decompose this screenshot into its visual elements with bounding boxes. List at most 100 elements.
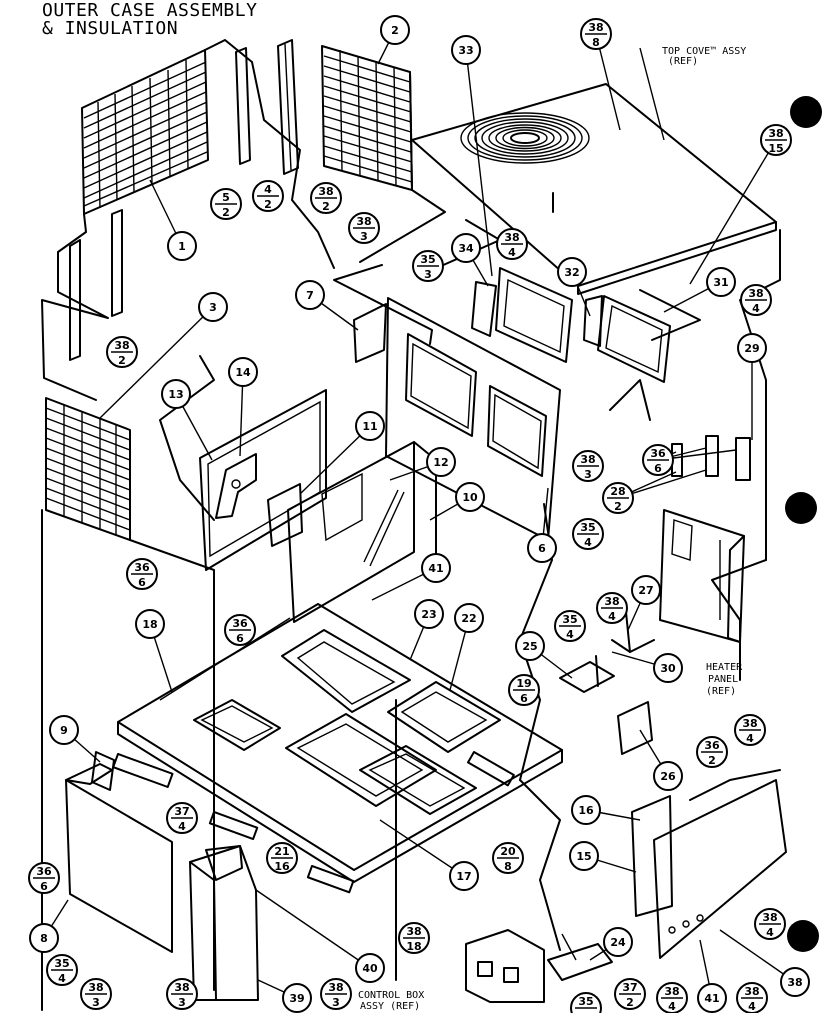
fraction-callout-36-2: 362 <box>696 736 728 768</box>
fraction-denominator: 15 <box>768 142 783 155</box>
callout-circle <box>737 333 767 363</box>
fraction-callout-35-x: 35 <box>570 992 602 1013</box>
heater-label-line-3: (REF) <box>706 686 736 697</box>
callout-circle <box>557 257 587 287</box>
fraction-denominator: 4 <box>58 972 66 985</box>
callout-11: 11 <box>355 411 385 441</box>
callout-number: 41 <box>704 992 719 1005</box>
callout-number: 34 <box>458 242 474 255</box>
callout-31: 31 <box>706 267 736 297</box>
fraction-numerator: 21 <box>274 845 289 858</box>
callout-circle <box>451 35 481 65</box>
callout-circle <box>527 533 557 563</box>
callout-29: 29 <box>737 333 767 363</box>
control-box-label-line-1: CONTROL BOX <box>358 990 424 1001</box>
fraction-callout-38-2: 382 <box>310 182 342 214</box>
fraction-numerator: 38 <box>762 911 777 924</box>
callout-circle <box>706 267 736 297</box>
fraction-numerator: 38 <box>604 595 619 608</box>
top-cover-label-line-1: TOP COVE™ ASSY <box>662 46 746 57</box>
fraction-numerator: 4 <box>264 183 272 196</box>
control-box <box>465 929 613 1003</box>
fraction-numerator: 38 <box>406 925 421 938</box>
fraction-numerator: 38 <box>88 981 103 994</box>
fraction-denominator: 2 <box>708 754 716 767</box>
callout-22: 22 <box>454 603 484 633</box>
insulation-panel-33 <box>471 267 573 363</box>
fraction-numerator: 38 <box>174 981 189 994</box>
callout-12: 12 <box>426 447 456 477</box>
fraction-callout-38-4: 384 <box>496 228 528 260</box>
callout-14: 14 <box>228 357 258 387</box>
fraction-callout-38-4: 384 <box>734 714 766 746</box>
callout-circle <box>167 231 197 261</box>
fraction-callout-38-4: 384 <box>656 982 688 1013</box>
callout-30: 30 <box>653 653 683 683</box>
callout-number: 11 <box>362 420 377 433</box>
callout-number: 12 <box>433 456 448 469</box>
fraction-numerator: 19 <box>516 677 531 690</box>
fraction-callout-36-6: 366 <box>642 444 674 476</box>
base-rails <box>112 751 515 894</box>
fraction-callout-38-4: 384 <box>740 284 772 316</box>
callout-number: 14 <box>235 366 251 379</box>
callout-number: 33 <box>458 44 473 57</box>
callout-15: 15 <box>569 841 599 871</box>
fraction-callout-38-8: 388 <box>580 18 612 50</box>
fraction-numerator: 35 <box>54 957 69 970</box>
fraction-numerator: 38 <box>504 231 519 244</box>
callout-number: 22 <box>461 612 476 625</box>
fraction-denominator: 2 <box>264 198 272 211</box>
callout-circle <box>355 411 385 441</box>
fraction-denominator: 2 <box>118 354 126 367</box>
fraction-denominator: 2 <box>322 200 330 213</box>
callout-number: 26 <box>660 770 676 783</box>
callout-circle <box>653 653 683 683</box>
fraction-denominator: 6 <box>138 576 146 589</box>
plate-26 <box>617 701 653 755</box>
callout-23: 23 <box>414 599 444 629</box>
fraction-denominator: 3 <box>584 468 592 481</box>
callout-number: 29 <box>744 342 759 355</box>
callout-circle <box>515 631 545 661</box>
fraction-callout-38-4: 384 <box>596 592 628 624</box>
callout-circle <box>29 923 59 953</box>
fraction-callout-36-6: 366 <box>224 614 256 646</box>
fraction-denominator: 8 <box>504 860 512 873</box>
registration-dot-middle <box>785 492 817 524</box>
callout-number: 30 <box>660 662 676 675</box>
callout-number: 1 <box>178 240 186 253</box>
fraction-numerator: 36 <box>650 447 666 460</box>
callout-41: 41 <box>421 553 451 583</box>
callout-circle <box>355 953 385 983</box>
callout-number: 18 <box>142 618 157 631</box>
fraction-callout-4-2: 42 <box>252 180 284 212</box>
fraction-denominator: 6 <box>520 692 528 705</box>
fraction-numerator: 38 <box>580 453 595 466</box>
insulation-panel-31 <box>583 295 671 383</box>
callout-number: 41 <box>428 562 443 575</box>
fraction-callout-38-3: 383 <box>166 978 198 1010</box>
callout-number: 10 <box>462 491 478 504</box>
fraction-numerator: 20 <box>500 845 516 858</box>
callout-number: 25 <box>522 640 537 653</box>
fraction-callout-20-8: 208 <box>492 842 524 874</box>
fraction-numerator: 38 <box>748 287 763 300</box>
fraction-denominator: 6 <box>654 462 662 475</box>
callout-9: 9 <box>49 715 79 745</box>
callout-number: 31 <box>713 276 728 289</box>
callout-number: 2 <box>391 24 399 37</box>
callout-circle <box>571 795 601 825</box>
callout-3: 3 <box>198 292 228 322</box>
callout-number: 40 <box>362 962 378 975</box>
bracket-25 <box>559 655 615 693</box>
fraction-denominator: 8 <box>592 36 600 49</box>
callout-circle <box>135 609 165 639</box>
fraction-numerator: 5 <box>222 191 230 204</box>
fraction-denominator: 4 <box>178 820 186 833</box>
fraction-denominator: 4 <box>746 732 754 745</box>
callout-18: 18 <box>135 609 165 639</box>
callout-circle <box>282 983 312 1013</box>
callout-circle <box>569 841 599 871</box>
callout-circle <box>161 379 191 409</box>
